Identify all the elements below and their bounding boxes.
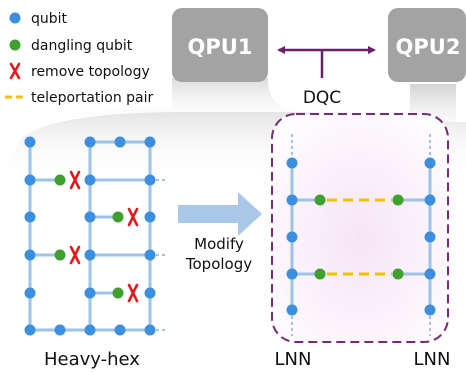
qubit xyxy=(144,211,156,223)
qubit xyxy=(144,136,156,148)
legend-qubit-label: qubit xyxy=(31,11,68,27)
qubit xyxy=(424,194,436,206)
qubit xyxy=(286,268,298,280)
remove-mark xyxy=(127,207,139,227)
modify-label: Modify xyxy=(194,235,244,253)
remove-mark xyxy=(127,283,139,303)
remove-marks xyxy=(69,170,139,303)
qpu1-shadow-fade xyxy=(0,78,466,124)
qubit xyxy=(286,194,298,206)
dqc-label: DQC xyxy=(303,88,341,108)
legend-remove-topology-label: remove topology xyxy=(31,64,150,80)
topology-label: Topology xyxy=(185,255,252,273)
qpu1-box xyxy=(172,8,268,82)
qubit xyxy=(144,287,156,299)
qubit xyxy=(84,249,96,261)
qubit xyxy=(84,211,96,223)
heavy-hex-qubits xyxy=(24,136,156,336)
qubit xyxy=(24,136,36,148)
legend-remove-icon xyxy=(9,62,21,80)
dangling-qubit xyxy=(54,249,66,261)
qubit xyxy=(54,324,66,336)
heavy-hex-couplings xyxy=(28,140,152,332)
heavy-hex-label: Heavy-hex xyxy=(44,349,140,370)
qubit xyxy=(84,136,96,148)
qubit xyxy=(144,249,156,261)
dangling-qubit xyxy=(314,268,326,280)
remove-mark xyxy=(69,170,81,190)
dangling-qubit xyxy=(112,211,124,223)
qpu1-label: QPU1 xyxy=(188,35,253,59)
qubit xyxy=(84,174,96,186)
qubit xyxy=(424,231,436,243)
remove-mark xyxy=(69,245,81,265)
qubit xyxy=(24,287,36,299)
dangling-qubit xyxy=(392,194,404,206)
legend-qubit-icon xyxy=(9,12,21,24)
qubit xyxy=(424,304,436,316)
qubit xyxy=(144,324,156,336)
qubit xyxy=(424,268,436,280)
qubit xyxy=(144,174,156,186)
qubit xyxy=(286,231,298,243)
qubit xyxy=(424,157,436,169)
legend: qubit dangling qubit remove topology tel… xyxy=(5,11,154,106)
lnn-chains xyxy=(286,134,436,336)
lnn-dangling-qubits xyxy=(314,194,404,280)
heavy-hex-dangling-qubits xyxy=(54,174,124,299)
dangling-qubit xyxy=(392,268,404,280)
qubit xyxy=(24,174,36,186)
lnn-qubits xyxy=(286,157,436,316)
qubit xyxy=(24,249,36,261)
qubit xyxy=(286,157,298,169)
legend-dangling-qubit-label: dangling qubit xyxy=(31,38,133,54)
dangling-qubit xyxy=(314,194,326,206)
legend-dangling-qubit-icon xyxy=(9,39,21,51)
qpu2-label: QPU2 xyxy=(396,35,461,59)
qubit xyxy=(84,324,96,336)
qubit xyxy=(114,136,126,148)
qubit xyxy=(286,304,298,316)
modify-topology-arrow xyxy=(178,192,262,236)
qubit xyxy=(84,287,96,299)
lnn-left-label: LNN xyxy=(275,349,312,370)
qubit xyxy=(24,211,36,223)
legend-teleportation-pair-label: teleportation pair xyxy=(31,90,154,106)
lnn-region xyxy=(271,113,449,343)
teleportation-pairs xyxy=(327,198,392,276)
qpu2-box xyxy=(388,8,466,82)
qubit xyxy=(114,324,126,336)
lnn-right-label: LNN xyxy=(414,349,451,370)
heavy-hex-lattice xyxy=(24,136,166,336)
dangling-qubit xyxy=(112,287,124,299)
dangling-qubit xyxy=(54,174,66,186)
qubit xyxy=(24,324,36,336)
